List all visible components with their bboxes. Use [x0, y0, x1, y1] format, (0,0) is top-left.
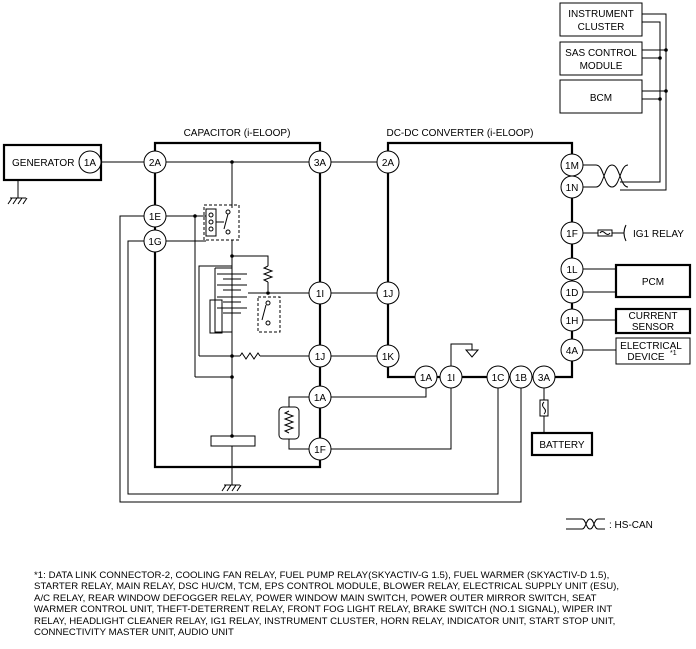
dc-pin-2a: 2A [382, 158, 395, 169]
dc-pin-1f: 1F [566, 229, 578, 240]
capacitor-title: CAPACITOR (i-ELOOP) [184, 128, 291, 139]
hs-can-trunk [580, 13, 668, 191]
footnote-line-2: STARTER RELAY, MAIN RELAY, DSC HU/CM, TC… [34, 581, 620, 593]
dc-pin-b1c: 1C [492, 373, 505, 384]
dc-pin-1j: 1J [383, 289, 394, 300]
current-sensor-label-1: CURRENT [629, 311, 678, 322]
instrument-cluster-label-1: INSTRUMENT [568, 9, 634, 20]
dc-pin-1h: 1H [566, 316, 579, 327]
instrument-cluster-box: INSTRUMENT CLUSTER [559, 2, 643, 37]
return-wires [119, 215, 522, 503]
cap-pin-1i: 1I [316, 289, 324, 300]
dc-pin-b1a: 1A [420, 373, 433, 384]
cap-pin-1g: 1G [148, 237, 162, 248]
pcm-label: PCM [642, 277, 664, 288]
dc-pin-1l: 1L [566, 265, 578, 276]
instrument-cluster-label-2: CLUSTER [578, 22, 625, 33]
dcdc-title: DC-DC CONVERTER (i-ELOOP) [386, 128, 533, 139]
footnote: *1: DATA LINK CONNECTOR-2, COOLING FAN R… [34, 570, 684, 638]
sas-label-1: SAS CONTROL [565, 48, 637, 59]
generator: GENERATOR 1A [2, 143, 103, 205]
dc-pin-4a: 4A [566, 346, 579, 357]
bcm-label: BCM [590, 93, 612, 104]
inter-module-wires [331, 161, 480, 450]
dc-pin-1k: 1K [382, 352, 395, 363]
current-sensor-label-2: SENSOR [632, 322, 674, 333]
sas-label-2: MODULE [580, 61, 623, 72]
hs-can-legend: : HS-CAN [566, 518, 653, 531]
capacitor-module: CAPACITOR (i-ELOOP) 2A 3A 1E 1G 1I 1J 1A… [143, 128, 332, 492]
sas-control-module-box: SAS CONTROL MODULE [559, 41, 643, 76]
dc-pin-b3a: 3A [538, 373, 551, 384]
dcdc-converter-module: DC-DC CONVERTER (i-ELOOP) 2A 1J 1K 1M 1N… [376, 128, 584, 389]
cap-pin-3a: 3A [314, 158, 327, 169]
dc-pin-b1b: 1B [515, 373, 528, 384]
dc-pin-b1i: 1I [447, 373, 455, 384]
dc-pin-1d: 1D [566, 288, 579, 299]
cap-pin-1f: 1F [314, 445, 326, 456]
ig1-relay-label: IG1 RELAY [633, 229, 684, 240]
electrical-device-label-2: DEVICE [627, 352, 665, 363]
dc-pin-1m: 1M [565, 161, 579, 172]
dc-pin-1n: 1N [566, 183, 579, 194]
wiring-diagram: INSTRUMENT CLUSTER SAS CONTROL MODULE BC… [2, 2, 692, 531]
gen-pin-1a: 1A [84, 158, 97, 169]
footnote-line-1: *1: DATA LINK CONNECTOR-2, COOLING FAN R… [34, 570, 610, 581]
right-side-devices: IG1 RELAY PCM CURRENT SENSOR ELECTRICAL … [530, 224, 692, 457]
hs-can-label: : HS-CAN [609, 520, 653, 531]
cap-pin-1j: 1J [315, 352, 326, 363]
footnote-line-4: WARMER CONTROL UNIT, THEFT-DETERRENT REL… [34, 604, 613, 616]
electrical-device-sup: *1 [670, 350, 677, 357]
cap-pin-1a: 1A [314, 393, 327, 404]
cap-pin-2a: 2A [149, 158, 162, 169]
footnote-line-6: CONNECTIVITY MASTER UNIT, AUDIO UNIT [34, 627, 234, 639]
footnote-line-5: RELAY, HEADLIGHT CLEANER RELAY, IG1 RELA… [34, 615, 616, 627]
cap-pin-1e: 1E [149, 212, 162, 223]
electrical-device-label-1: ELECTRICAL [620, 341, 682, 352]
footnote-line-3: A/C RELAY, REAR WINDOW DEFOGGER RELAY, P… [34, 592, 597, 604]
generator-label: GENERATOR [12, 158, 74, 169]
bcm-box: BCM [559, 79, 643, 114]
battery-label: BATTERY [539, 440, 585, 451]
